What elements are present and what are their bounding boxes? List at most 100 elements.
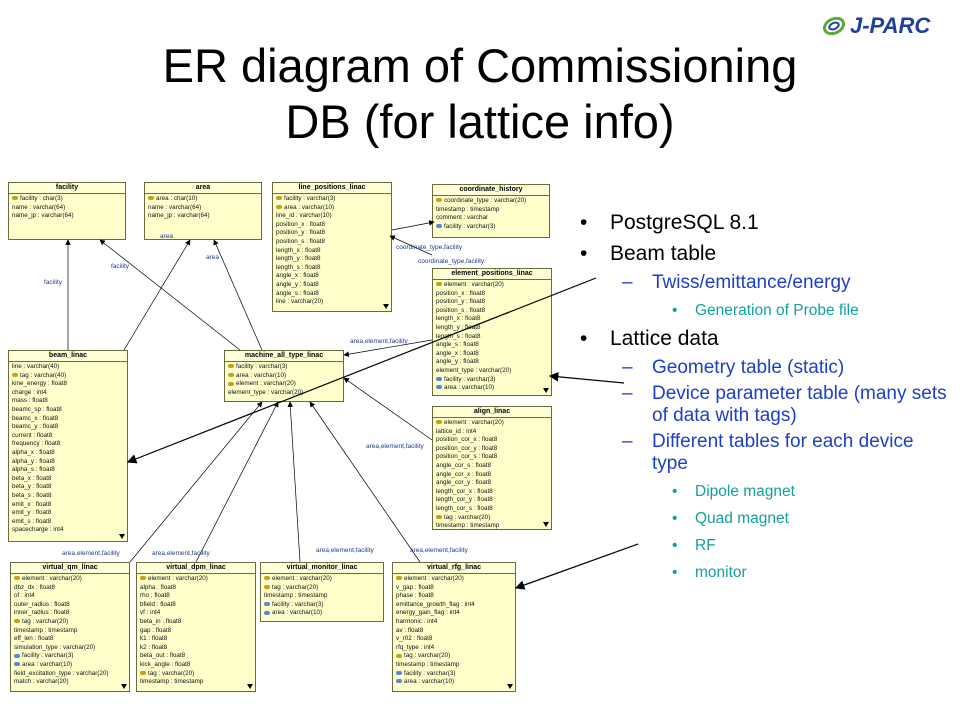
field-text: v_gap : float8 bbox=[396, 583, 434, 591]
field-text: tag : varchar(20) bbox=[22, 617, 69, 625]
entity-field: tag : varchar(20) bbox=[137, 670, 255, 679]
primary-key-icon bbox=[14, 619, 20, 624]
entity-field: angle_cor_s : float8 bbox=[433, 462, 551, 471]
relationship-label: area bbox=[206, 254, 220, 261]
field-text: area : varchar(10) bbox=[236, 371, 287, 379]
entity-field: field_excitation_type : varchar(20) bbox=[11, 670, 129, 679]
field-text: timestamp : timestamp bbox=[436, 205, 500, 213]
field-text: length_cor_y : float8 bbox=[436, 496, 493, 504]
bullet-level-2: –Device parameter table (many sets of da… bbox=[560, 383, 950, 427]
field-text: emittance_growth_flag : int4 bbox=[396, 600, 475, 608]
entity-field: element : varchar(20) bbox=[261, 575, 383, 584]
entity-field: length_x : float8 bbox=[273, 247, 391, 256]
scroll-down-arrow-icon[interactable] bbox=[383, 304, 389, 309]
primary-key-icon bbox=[396, 653, 402, 658]
field-text: position_cor_y : float8 bbox=[436, 444, 498, 452]
entity-field: vf : int4 bbox=[137, 609, 255, 618]
field-text: element : varchar(20) bbox=[404, 575, 464, 582]
field-text: phase : float8 bbox=[396, 592, 434, 600]
entity-field: current : float8 bbox=[9, 432, 127, 441]
entity-field: position_x : float8 bbox=[433, 290, 551, 299]
entity-field: length_s : float8 bbox=[273, 264, 391, 273]
scroll-down-arrow-icon[interactable] bbox=[247, 684, 253, 689]
field-text: vf : int4 bbox=[140, 609, 161, 617]
primary-key-icon bbox=[12, 196, 18, 201]
scroll-down-arrow-icon[interactable] bbox=[119, 534, 125, 539]
entity-field: rho : float8 bbox=[137, 592, 255, 601]
relationship-label: coordinate_type,facility bbox=[418, 258, 485, 265]
entity-field: area : char(10) bbox=[145, 195, 261, 204]
entity-field: emittance_growth_flag : int4 bbox=[393, 601, 515, 610]
scroll-down-arrow-icon[interactable] bbox=[543, 522, 549, 527]
entity-field: length_cor_y : float8 bbox=[433, 496, 551, 505]
entity-field: tag : varchar(20) bbox=[11, 618, 129, 627]
field-text: timestamp : timestamp bbox=[436, 522, 500, 530]
entity-field: alpha_s : float8 bbox=[9, 466, 127, 475]
foreign-key-icon bbox=[14, 653, 20, 658]
slide-title-line-1: ER diagram of Commissioning bbox=[162, 39, 798, 92]
bullet-text: Quad magnet bbox=[695, 510, 789, 527]
field-text: element_type : varchar(20) bbox=[436, 366, 512, 374]
field-text: area : varchar(10) bbox=[284, 203, 335, 211]
entity-field: facility : varchar(3) bbox=[393, 670, 515, 679]
entity-field: length_cor_x : float8 bbox=[433, 488, 551, 497]
primary-key-icon bbox=[12, 372, 18, 377]
field-text: position_x : float8 bbox=[436, 289, 486, 297]
field-text: facility : varchar(3) bbox=[22, 652, 74, 660]
entity-field: beamc_y : float8 bbox=[9, 423, 127, 432]
foreign-key-icon bbox=[396, 670, 402, 675]
foreign-key-icon bbox=[264, 602, 270, 607]
entity-field: spacecharge : int4 bbox=[9, 526, 127, 535]
entity-field: element : varchar(20) bbox=[433, 281, 551, 290]
bullet-dot-icon: • bbox=[672, 537, 678, 554]
bullet-dot-icon: • bbox=[672, 483, 678, 500]
foreign-key-icon bbox=[264, 610, 270, 615]
entity-field: tag : varchar(40) bbox=[9, 372, 127, 381]
entity-field: emit_y : float8 bbox=[9, 509, 127, 518]
entity-field: eff_len : float8 bbox=[11, 635, 129, 644]
scroll-down-arrow-icon[interactable] bbox=[121, 684, 127, 689]
primary-key-icon bbox=[436, 514, 442, 519]
field-text: field_excitation_type : varchar(20) bbox=[14, 669, 109, 677]
scroll-down-arrow-icon[interactable] bbox=[507, 684, 513, 689]
relationship-label: coordinate_type,facility bbox=[396, 244, 463, 251]
entity-field: line : varchar(20) bbox=[273, 298, 391, 307]
entity-field-list: facility : varchar(3)area : varchar(10)l… bbox=[273, 194, 391, 307]
bullet-level-2: –Different tables for each device type bbox=[560, 431, 950, 475]
entity-field: bfield : float8 bbox=[137, 601, 255, 610]
field-text: area : varchar(10) bbox=[444, 384, 495, 392]
field-text: angle_x : float8 bbox=[436, 349, 479, 357]
field-text: tag : varchar(20) bbox=[404, 652, 451, 660]
entity-field: angle_x : float8 bbox=[433, 350, 551, 359]
field-text: beta_s : float8 bbox=[12, 491, 52, 499]
field-text: line : varchar(20) bbox=[276, 298, 324, 306]
scroll-down-arrow-icon[interactable] bbox=[543, 388, 549, 393]
entity-name: virtual_rfg_linac bbox=[393, 563, 515, 574]
foreign-key-icon bbox=[436, 224, 442, 229]
entity-name: area bbox=[145, 183, 261, 194]
entity-name: virtual_monitor_linac bbox=[261, 563, 383, 574]
field-text: kine_energy : float8 bbox=[12, 380, 67, 388]
field-text: match : varchar(20) bbox=[14, 678, 69, 686]
entity-field: length_x : float8 bbox=[433, 315, 551, 324]
entity-field: position_x : float8 bbox=[273, 221, 391, 230]
relationship-label: area,element,facility bbox=[350, 338, 408, 345]
primary-key-icon bbox=[14, 576, 20, 581]
entity-field: comment : varchar bbox=[433, 214, 549, 223]
entity-field: length_s : float8 bbox=[433, 333, 551, 342]
foreign-key-icon bbox=[436, 385, 442, 390]
bullet-dot-icon: • bbox=[580, 211, 588, 234]
dash-marker-icon: – bbox=[622, 431, 633, 452]
relationship-label: area,element,facility bbox=[316, 547, 374, 554]
relationship-label: area,element,facility bbox=[410, 547, 468, 554]
primary-key-icon bbox=[140, 670, 146, 675]
entity-field: kick_angle : float8 bbox=[137, 661, 255, 670]
field-text: element_type : varchar(20) bbox=[228, 388, 304, 396]
field-text: alpha_s : float8 bbox=[12, 466, 55, 474]
field-text: tag : varchar(20) bbox=[148, 669, 195, 677]
field-text: length_y : float8 bbox=[436, 323, 481, 331]
field-text: element : varchar(20) bbox=[22, 575, 82, 582]
bullet-level-3: •Generation of Probe file bbox=[560, 297, 950, 324]
